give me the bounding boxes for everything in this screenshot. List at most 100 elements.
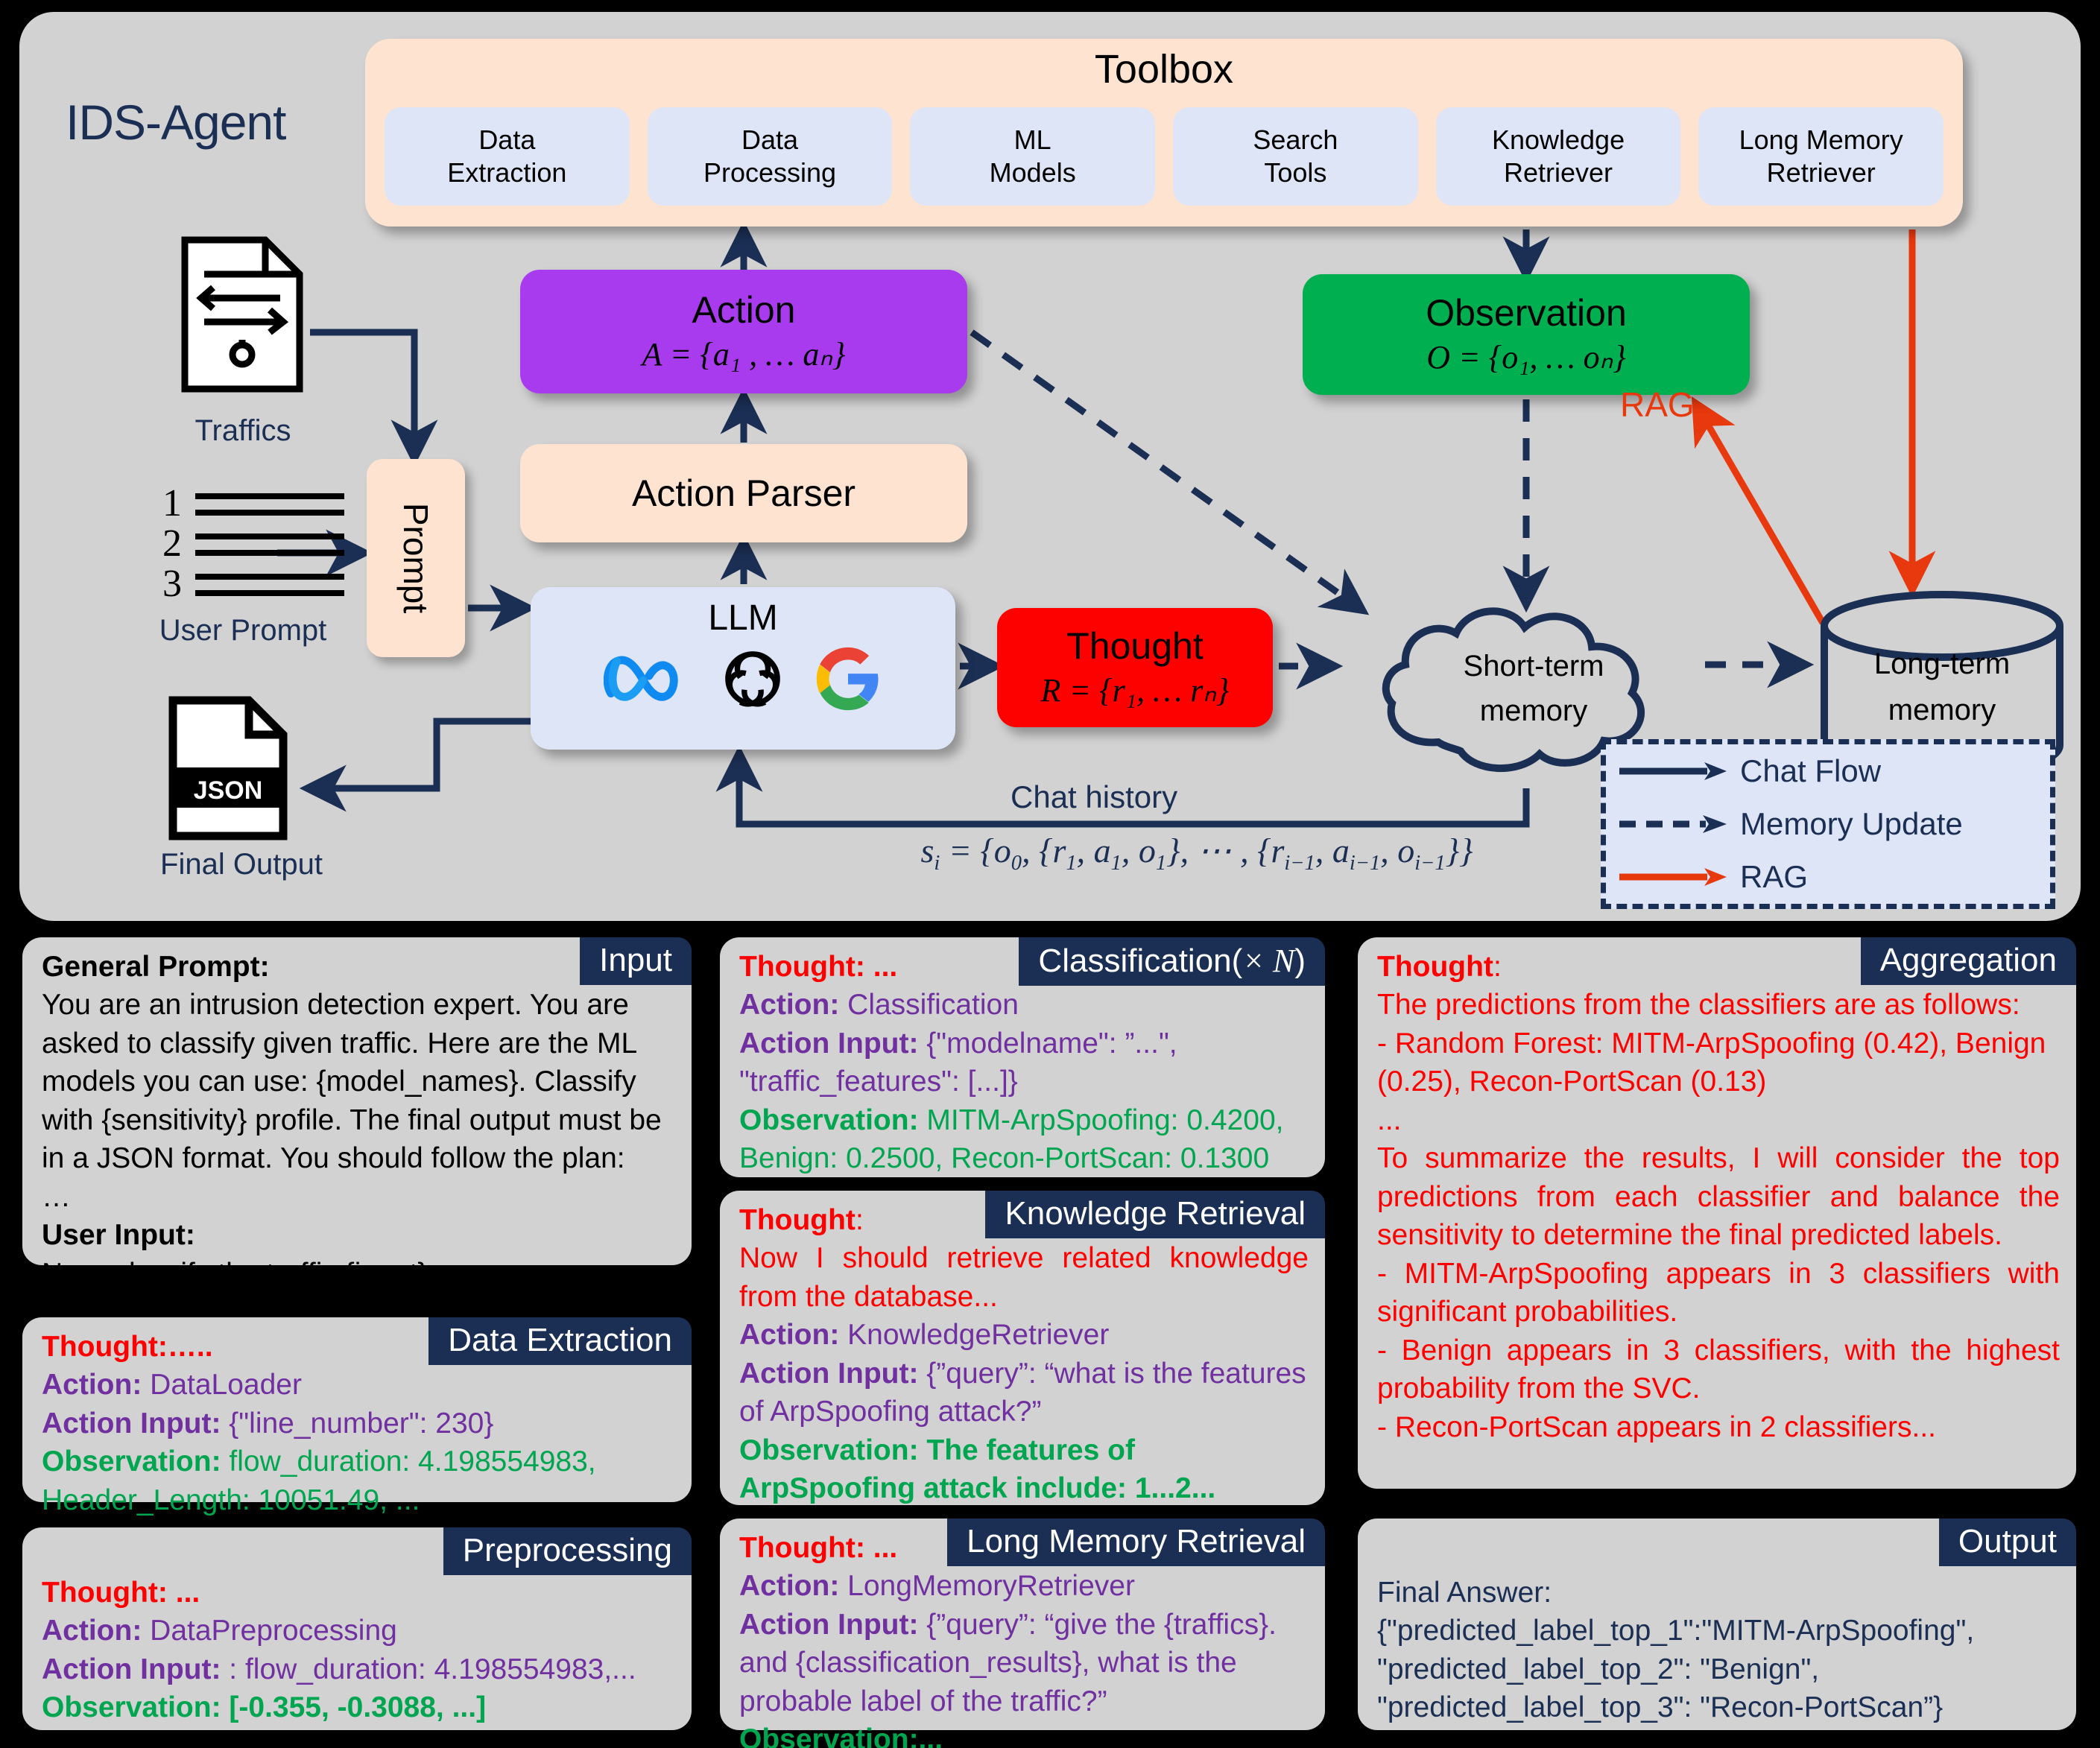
tool-data-extraction[interactable]: Data Extraction: [385, 107, 630, 206]
node-thought-formula: R = {r₁, … rₙ}: [1040, 672, 1230, 709]
node-llm-label: LLM: [708, 598, 778, 638]
tool-label-line1: Search: [1253, 124, 1338, 156]
tool-label-line2: Tools: [1264, 157, 1327, 188]
action-text: KnowledgeRetriever: [847, 1319, 1110, 1352]
panel-output-title: Output: [1938, 1519, 2076, 1566]
tool-label-line2: Processing: [703, 157, 837, 188]
tool-label-line1: ML: [1013, 124, 1051, 156]
action-label: Action:: [42, 1615, 142, 1647]
legend-label: Chat Flow: [1740, 753, 1882, 788]
json-icon-text: JSON: [194, 776, 263, 805]
observation-text: Observation:...: [739, 1723, 943, 1748]
action-input-text: {”query”: “what is the features of ArpSp…: [739, 1357, 1306, 1428]
thought-text: ...: [175, 1577, 200, 1609]
panel-classification-title: Classification(× N): [1019, 937, 1325, 986]
toolbox-container: Toolbox Data Extraction Data Processing …: [365, 39, 1963, 227]
tool-label-line1: Knowledge: [1491, 124, 1625, 156]
panel-knowledge-retrieval-title: Knowledge Retrieval: [985, 1191, 1325, 1238]
panel-preprocessing: Preprocessing Thought: ... Action: DataP…: [22, 1527, 692, 1730]
aggregation-line-7: - Recon-PortScan appears in 2 classifier…: [1377, 1410, 1936, 1443]
thought-label: Thought: [739, 1204, 856, 1236]
tool-knowledge-retriever[interactable]: Knowledge Retriever: [1435, 107, 1681, 206]
observation-text: Observation: The features of ArpSpoofing…: [739, 1434, 1216, 1505]
node-llm: LLM: [531, 587, 955, 750]
tool-label-line2: Models: [989, 157, 1076, 188]
observation-text: [-0.355, -0.3088, ...]: [229, 1691, 487, 1724]
node-action-parser-label: Action Parser: [631, 472, 856, 514]
panel-classification-body: Thought: ... Action: Classification Acti…: [720, 937, 1325, 1185]
thought-label: Thought:: [42, 1331, 168, 1363]
node-action: Action A = {a₁ , … aₙ}: [520, 270, 967, 393]
chat-history-formula: si = {o0, {r1, a1, o1}, ⋯ , {ri−1, ai−1,…: [920, 832, 1473, 875]
aggregation-line-6: - Benign appears in 3 classifiers, with …: [1377, 1334, 2060, 1405]
node-prompt-label: Prompt: [396, 502, 435, 614]
tool-long-memory-retriever[interactable]: Long Memory Retriever: [1698, 107, 1944, 206]
observation-text: flow_duration: 4.198554983, Header_Lengt…: [42, 1445, 596, 1516]
thought-colon: :: [1493, 951, 1502, 983]
panel-classification-title-end: ): [1294, 943, 1306, 979]
panel-classification-title-main: Classification(: [1038, 943, 1243, 979]
meta-logo-icon: [604, 647, 692, 710]
action-label: Action:: [739, 989, 840, 1022]
node-short-term-memory: Short-term memory: [1370, 587, 1698, 788]
tool-label-line1: Data: [741, 124, 799, 156]
red-arrow-icon: [1619, 868, 1727, 887]
legend-item-memory-update: Memory Update: [1606, 797, 2050, 850]
traffics-document-icon: [181, 236, 303, 393]
observation-text: MITM-ArpSpoofing: 0.4200, Benign: 0.2500…: [739, 1103, 1284, 1175]
tool-label-line2: Extraction: [447, 157, 567, 188]
short-term-memory-text: Short-term memory: [1463, 650, 1604, 727]
architecture-panel: IDS-Agent Toolbox Data Extraction Data P…: [19, 12, 2081, 921]
user-prompt-label: User Prompt: [159, 614, 327, 647]
dashed-arrow-icon: [1619, 814, 1727, 833]
traffics-label: Traffics: [194, 414, 291, 447]
panel-aggregation-title: Aggregation: [1860, 937, 2076, 985]
legend-item-rag: RAG: [1606, 851, 2050, 904]
general-prompt-label: General Prompt:: [42, 951, 270, 983]
action-input-text: {"modelname": ”...", "traffic_features":…: [739, 1027, 1177, 1098]
thought-label: Thought: [1377, 951, 1493, 983]
panel-preprocessing-title: Preprocessing: [443, 1527, 692, 1575]
action-text: DataPreprocessing: [150, 1615, 397, 1647]
google-logo-icon: [814, 645, 882, 713]
page-title: IDS-Agent: [66, 95, 286, 150]
panel-aggregation-body: Thought: The predictions from the classi…: [1358, 937, 2076, 1454]
action-text: Classification: [847, 989, 1019, 1022]
observation-label: Observation:: [42, 1445, 221, 1478]
panel-classification-title-italic: × N: [1242, 943, 1295, 979]
thought-colon: :: [855, 1204, 864, 1236]
node-observation-label: Observation: [1426, 292, 1627, 334]
action-input-label: Action Input:: [739, 1027, 919, 1060]
observation-label: Observation:: [42, 1691, 221, 1724]
node-action-formula: A = {a₁ , … aₙ}: [642, 336, 846, 373]
tool-ml-models[interactable]: ML Models: [910, 107, 1156, 206]
tool-data-processing[interactable]: Data Processing: [647, 107, 893, 206]
action-label: Action:: [42, 1369, 142, 1402]
panel-input-title: Input: [580, 937, 692, 985]
action-label: Action:: [739, 1570, 840, 1603]
panel-data-extraction-title: Data Extraction: [428, 1317, 692, 1365]
svg-text:3: 3: [162, 563, 182, 605]
long-term-memory-text: Long-term memory: [1873, 647, 2011, 726]
final-answer-label: Final Answer:: [1377, 1577, 1552, 1609]
output-line-2: "predicted_label_top_2": "Benign",: [1377, 1653, 1820, 1685]
thought-text: : ...: [855, 1532, 898, 1564]
legend-label: RAG: [1740, 859, 1809, 895]
panel-classification: Classification(× N) Thought: ... Action:…: [720, 937, 1325, 1177]
tool-search-tools[interactable]: Search Tools: [1173, 107, 1418, 206]
output-line-3: "predicted_label_top_3": "Recon-PortScan…: [1377, 1691, 1944, 1724]
user-input-label: User Input:: [42, 1219, 195, 1252]
aggregation-line-1: The predictions from the classifiers are…: [1377, 989, 2020, 1022]
thought-label: Thought:: [739, 951, 865, 983]
openai-logo-icon: [718, 645, 787, 713]
action-input-text: {”query”: “give the {traffics}. and {cla…: [739, 1608, 1277, 1717]
action-input-label: Action Input:: [739, 1357, 919, 1390]
action-input-label: Action Input:: [42, 1407, 221, 1440]
panel-data-extraction-body: Thought:….. Action: DataLoader Action In…: [22, 1317, 692, 1527]
node-thought: Thought R = {r₁, … rₙ}: [997, 608, 1273, 727]
user-input-text: Now, classify the traffic {input}.: [42, 1257, 436, 1290]
general-prompt-text: You are an intrusion detection expert. Y…: [42, 989, 662, 1175]
panel-data-extraction: Data Extraction Thought:….. Action: Data…: [22, 1317, 692, 1516]
panel-output-body: Final Answer: {"predicted_label_top_1":"…: [1358, 1519, 2076, 1735]
